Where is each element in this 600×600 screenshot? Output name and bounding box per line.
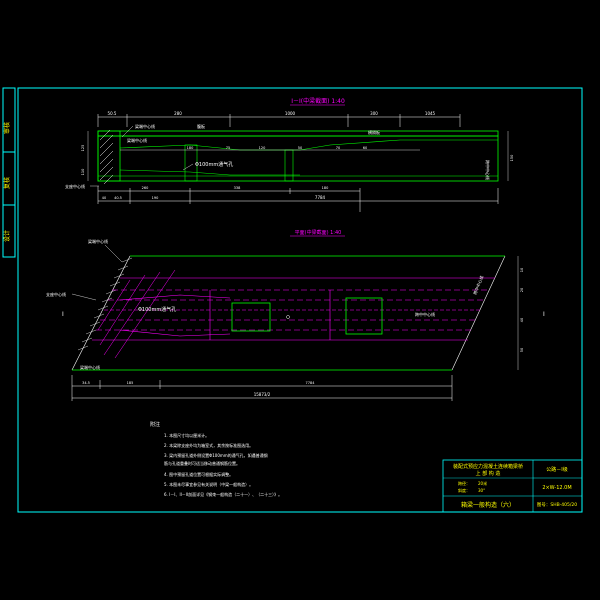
plan-tendon-lines [92,277,495,341]
plan-end-hatch [77,257,133,351]
span-label: 跨径： [458,480,470,486]
diaphragm-box [231,302,271,332]
dimension-label: 190 [152,196,159,200]
cut-mark: I [62,311,64,318]
notes-heading: 附注 [150,421,160,428]
beam-web [97,135,499,182]
note-line: 2. 本梁除支座外均为箱室式，其余按标准图选用。 [164,442,253,448]
label-web: 腹板 [197,123,205,129]
label-vent-hole: Φ100mm通气孔 [138,306,176,313]
dimension-label: 280 [174,111,182,116]
label-midspan: 跨中中心线 [485,160,491,180]
label-beam-end: 梁端中心线 [88,238,108,244]
diaphragm-box [345,297,383,335]
dimension-label: 300 [370,111,378,116]
dimension-label: 40 [102,196,106,200]
label-bearing-center: 支座中心线 [65,183,85,189]
dimension-label: 20 [520,288,524,292]
dimension-label: 70 [336,146,340,150]
dimension-label: 75 [226,146,230,150]
note-line: 1. 本图尺寸均以厘米计。 [164,432,209,438]
dimension-label: 50.5 [108,111,117,116]
leader-line [182,163,194,171]
beam-inner-line [119,169,300,176]
width-value: 30° [478,488,485,493]
dimension-label: 50 [520,348,524,352]
title-block-frame [442,459,583,513]
width-label: 斜度： [458,487,470,493]
dimension-label: 10 [520,268,524,272]
beam-top-flange [97,130,499,137]
vent-hole-marker [286,315,290,319]
span-value: 20米 [478,480,487,486]
title-block: 装配式预应力混凝土连续箱梁桥 上 部 构 造 跨径： 20米 斜度： 30° 箱… [442,459,583,513]
dimension-label: 150 [510,155,514,162]
dimension-label: 1045 [425,111,436,116]
dimension-label: 185 [127,381,134,385]
plan-title: 平面(中梁截面) 1:40 [295,229,342,236]
dimension-label: 338 [234,186,241,190]
leader-line [121,125,134,138]
label-bearing: 梁端中心线 [127,137,147,143]
plan-view: 平面(中梁截面) 1:40 [46,229,545,401]
dimension-label: 7784 [306,381,316,385]
end-hatch [99,129,114,185]
dimension-label: 180 [187,146,194,150]
leader-line [71,293,97,301]
note-line: 5. 本图未尽事宜参见有关说明（中梁一般构造）。 [164,481,253,487]
dimension-total: 15873/2 [254,392,271,397]
side-label-check: 复核 [3,177,11,189]
dimension-label: 180 [322,186,329,190]
deck-width: 2×W-12.0M [542,485,571,491]
dimension-label: 50 [298,146,302,150]
dimension-label: 125 [81,145,85,152]
side-label-design: 设计 [3,230,11,242]
drawing-name: 箱梁一般构造（六） [461,501,515,509]
load-class: 公路－I级 [546,466,567,473]
dimension-label: 110 [81,169,85,176]
project-subtitle: 上 部 构 造 [476,470,501,477]
notes: 附注 1. 本图尺寸均以厘米计。 2. 本梁除支座外均为箱室式，其余按标准图选用… [150,421,282,497]
skew-end-left [71,255,131,371]
dimension-label: 120 [259,146,266,150]
note-line: 6. I－I、II－II剖面详见《钢束一般构造（二十一）、（二十三）》。 [164,491,282,497]
leader-line [104,244,123,263]
label-vent-hole: Φ100mm通气孔 [195,161,233,168]
label-bearing-center: 支座中心线 [46,291,66,297]
label-bottom: 梁端中心线 [80,364,100,370]
note-line: 3. 梁内预留孔道外侧设置Φ100mm的通气孔，如遇普通钢 [164,452,268,458]
note-line: 筋与孔道重叠时可适当移动普通钢筋位置。 [164,460,240,466]
drawing-border [2,87,16,258]
beam-haunch [119,139,498,151]
label-midspan: 跨中中心线 [415,311,435,317]
label-beam-end: 梁端中心线 [135,123,155,129]
sheet-border [17,87,583,513]
crossbeam [184,144,198,182]
dimension-total: 7784 [315,195,326,200]
dimension-label: 1000 [285,111,296,116]
skew-hatch-lines [97,269,176,359]
dimension-label: 60 [363,146,367,150]
dimension-label: 34.5 [82,381,90,385]
label-stiffener: 横隔板 [368,129,380,135]
dimension-label: 40 [520,318,524,322]
side-label-review: 审核 [3,122,11,134]
drawing-number: 图号：SHB-405/20 [537,502,577,508]
crossbeam [284,149,294,182]
section-title: I－I(中梁截面) 1:40 [291,97,345,105]
section-view: I－I(中梁截面) 1:40 50.5 280 1000 300 1045 [65,97,514,212]
dimension-label: 260 [142,186,149,190]
cut-mark: I [543,311,545,318]
note-line: 4. 图中预留孔道位置可根据实际调整。 [164,471,233,477]
project-name: 装配式预应力混凝土连续箱梁桥 [453,463,523,470]
skew-end-right [451,255,506,371]
dimension-label: 40.5 [114,196,122,200]
